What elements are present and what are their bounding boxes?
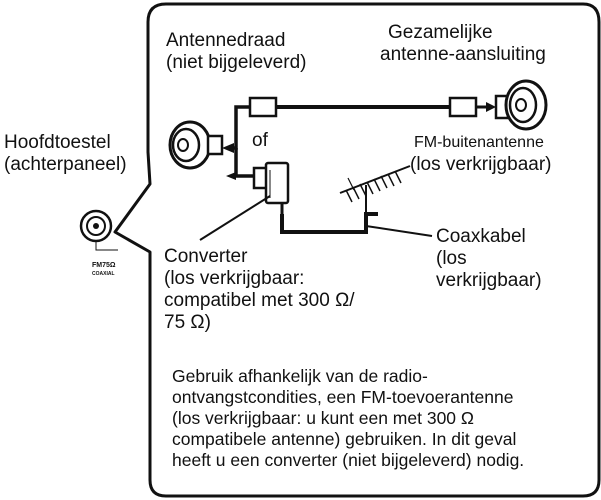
common-antenna-label: Gezamelijke antenne-aansluiting: [380, 22, 546, 66]
coaxial-cable: [280, 212, 378, 234]
coax-cable-label-line1: Coaxkabel: [436, 226, 526, 247]
coax-leader-line: [365, 225, 433, 237]
callout-frame: [113, 2, 601, 498]
usage-note-line: Gebruik afhankelijk van de radio-: [172, 366, 428, 386]
fm-outdoor-antenna-label-line1: FM-buitenantenne: [414, 134, 544, 151]
coax-cable-label-line3: verkrijgbaar): [436, 270, 542, 291]
antenna-plug-icon: [168, 120, 224, 170]
arrow-lower: [226, 172, 236, 180]
converter-label-line1: Converter: [164, 246, 248, 267]
converter-leader-line: [199, 195, 271, 241]
antenna-wire-label-line2: (niet bijgeleverd): [166, 52, 307, 73]
converter-label: Converter (los verkrijgbaar: compatibel …: [164, 246, 355, 334]
coax-cable-label: Coaxkabel (los verkrijgbaar): [436, 226, 542, 292]
common-antenna-label-line1: Gezamelijke: [388, 22, 493, 43]
or-label: of: [252, 130, 268, 151]
jack-label-line2: COAXIAL: [92, 271, 115, 277]
common-antenna-label-line2: antenne-aansluiting: [380, 44, 546, 65]
main-unit-label-line2: (achterpaneel): [4, 154, 127, 175]
fm-outdoor-antenna-label: FM-buitenantenne (los verkrijgbaar): [410, 132, 551, 176]
converter-label-line2: (los verkrijgbaar:: [164, 268, 305, 289]
antenna-wire: [248, 96, 496, 118]
coaxial-jack-icon: [79, 209, 118, 251]
main-unit-label: Hoofdtoestel (achterpaneel): [4, 132, 127, 176]
converter-label-line4: 75 Ω): [164, 312, 211, 333]
usage-note-line: compatibele antenne) gebruiken. In dit g…: [172, 429, 517, 449]
usage-note-line: (los verkrijgbaar: u kunt een met 300 Ω: [172, 408, 474, 428]
wall-socket-icon: [494, 79, 548, 131]
antenna-wire-label: Antennedraad (niet bijgeleverd): [166, 30, 306, 74]
usage-note-line: ontvangstcondities, een FM-toevoerantenn…: [172, 387, 514, 407]
converter-label-line3: compatibel met 300 Ω/: [164, 290, 355, 311]
arrow-upper: [222, 143, 234, 153]
usage-note: Gebruik afhankelijk van de radio- ontvan…: [172, 366, 524, 471]
antenna-wire-label-line1: Antennedraad: [166, 30, 286, 51]
fm-outdoor-antenna-label-line2: (los verkrijgbaar): [410, 154, 552, 175]
main-unit-label-line1: Hoofdtoestel: [4, 132, 111, 153]
jack-label: FM75Ω COAXIAL: [92, 262, 116, 278]
fm-outdoor-antenna-icon: [339, 165, 411, 214]
jack-label-line1: FM75Ω: [92, 262, 116, 269]
coax-cable-label-line2: (los: [436, 248, 467, 269]
converter-icon: [252, 161, 290, 214]
usage-note-line: heeft u een converter (niet bijgeleverd)…: [172, 450, 525, 470]
